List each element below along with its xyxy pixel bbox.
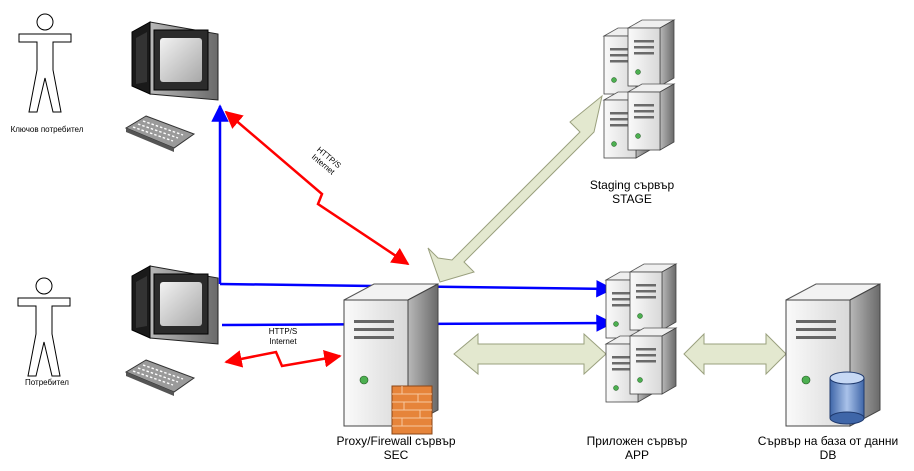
app-server-name: Приложен сървър <box>586 434 688 448</box>
app-server <box>605 263 677 403</box>
blue-link-key-user-to-app <box>211 104 614 298</box>
app-server-code: APP <box>624 448 649 462</box>
staging-server-label: Staging сървър STAGE <box>572 178 692 206</box>
db-server-name: Сървър на база от данни <box>757 434 899 448</box>
database-icon <box>829 371 865 425</box>
user-link-protocol: HTTP/S <box>268 327 298 336</box>
key-user-computer <box>125 21 219 153</box>
firewall-icon <box>391 385 433 435</box>
user-label: Потребител <box>25 378 69 387</box>
key-user-label: Ключов потребител <box>10 125 84 134</box>
user-figure <box>17 277 71 377</box>
key-user-figure <box>18 13 72 113</box>
user-computer <box>125 265 219 397</box>
block-arrow-app-db <box>683 332 787 376</box>
staging-server <box>603 19 675 159</box>
proxy-server-name: Proxy/Firewall сървър <box>336 434 456 448</box>
block-arrow-stage-proxy <box>427 94 603 283</box>
proxy-server-label: Proxy/Firewall сървър SEC <box>316 434 476 462</box>
staging-server-code: STAGE <box>612 192 652 206</box>
block-arrow-proxy-app <box>453 332 607 376</box>
user-link-network: Internet <box>269 337 297 346</box>
proxy-server-code: SEC <box>383 448 409 462</box>
db-server-label: Сървър на база от данни DB <box>744 434 912 462</box>
user-link-label: HTTP/S Internet <box>254 327 312 347</box>
red-link-key-user <box>224 110 410 266</box>
red-link-user <box>224 350 342 368</box>
staging-server-name: Staging сървър <box>589 178 675 192</box>
db-server-code: DB <box>819 448 837 462</box>
app-server-label: Приложен сървър APP <box>572 434 702 462</box>
